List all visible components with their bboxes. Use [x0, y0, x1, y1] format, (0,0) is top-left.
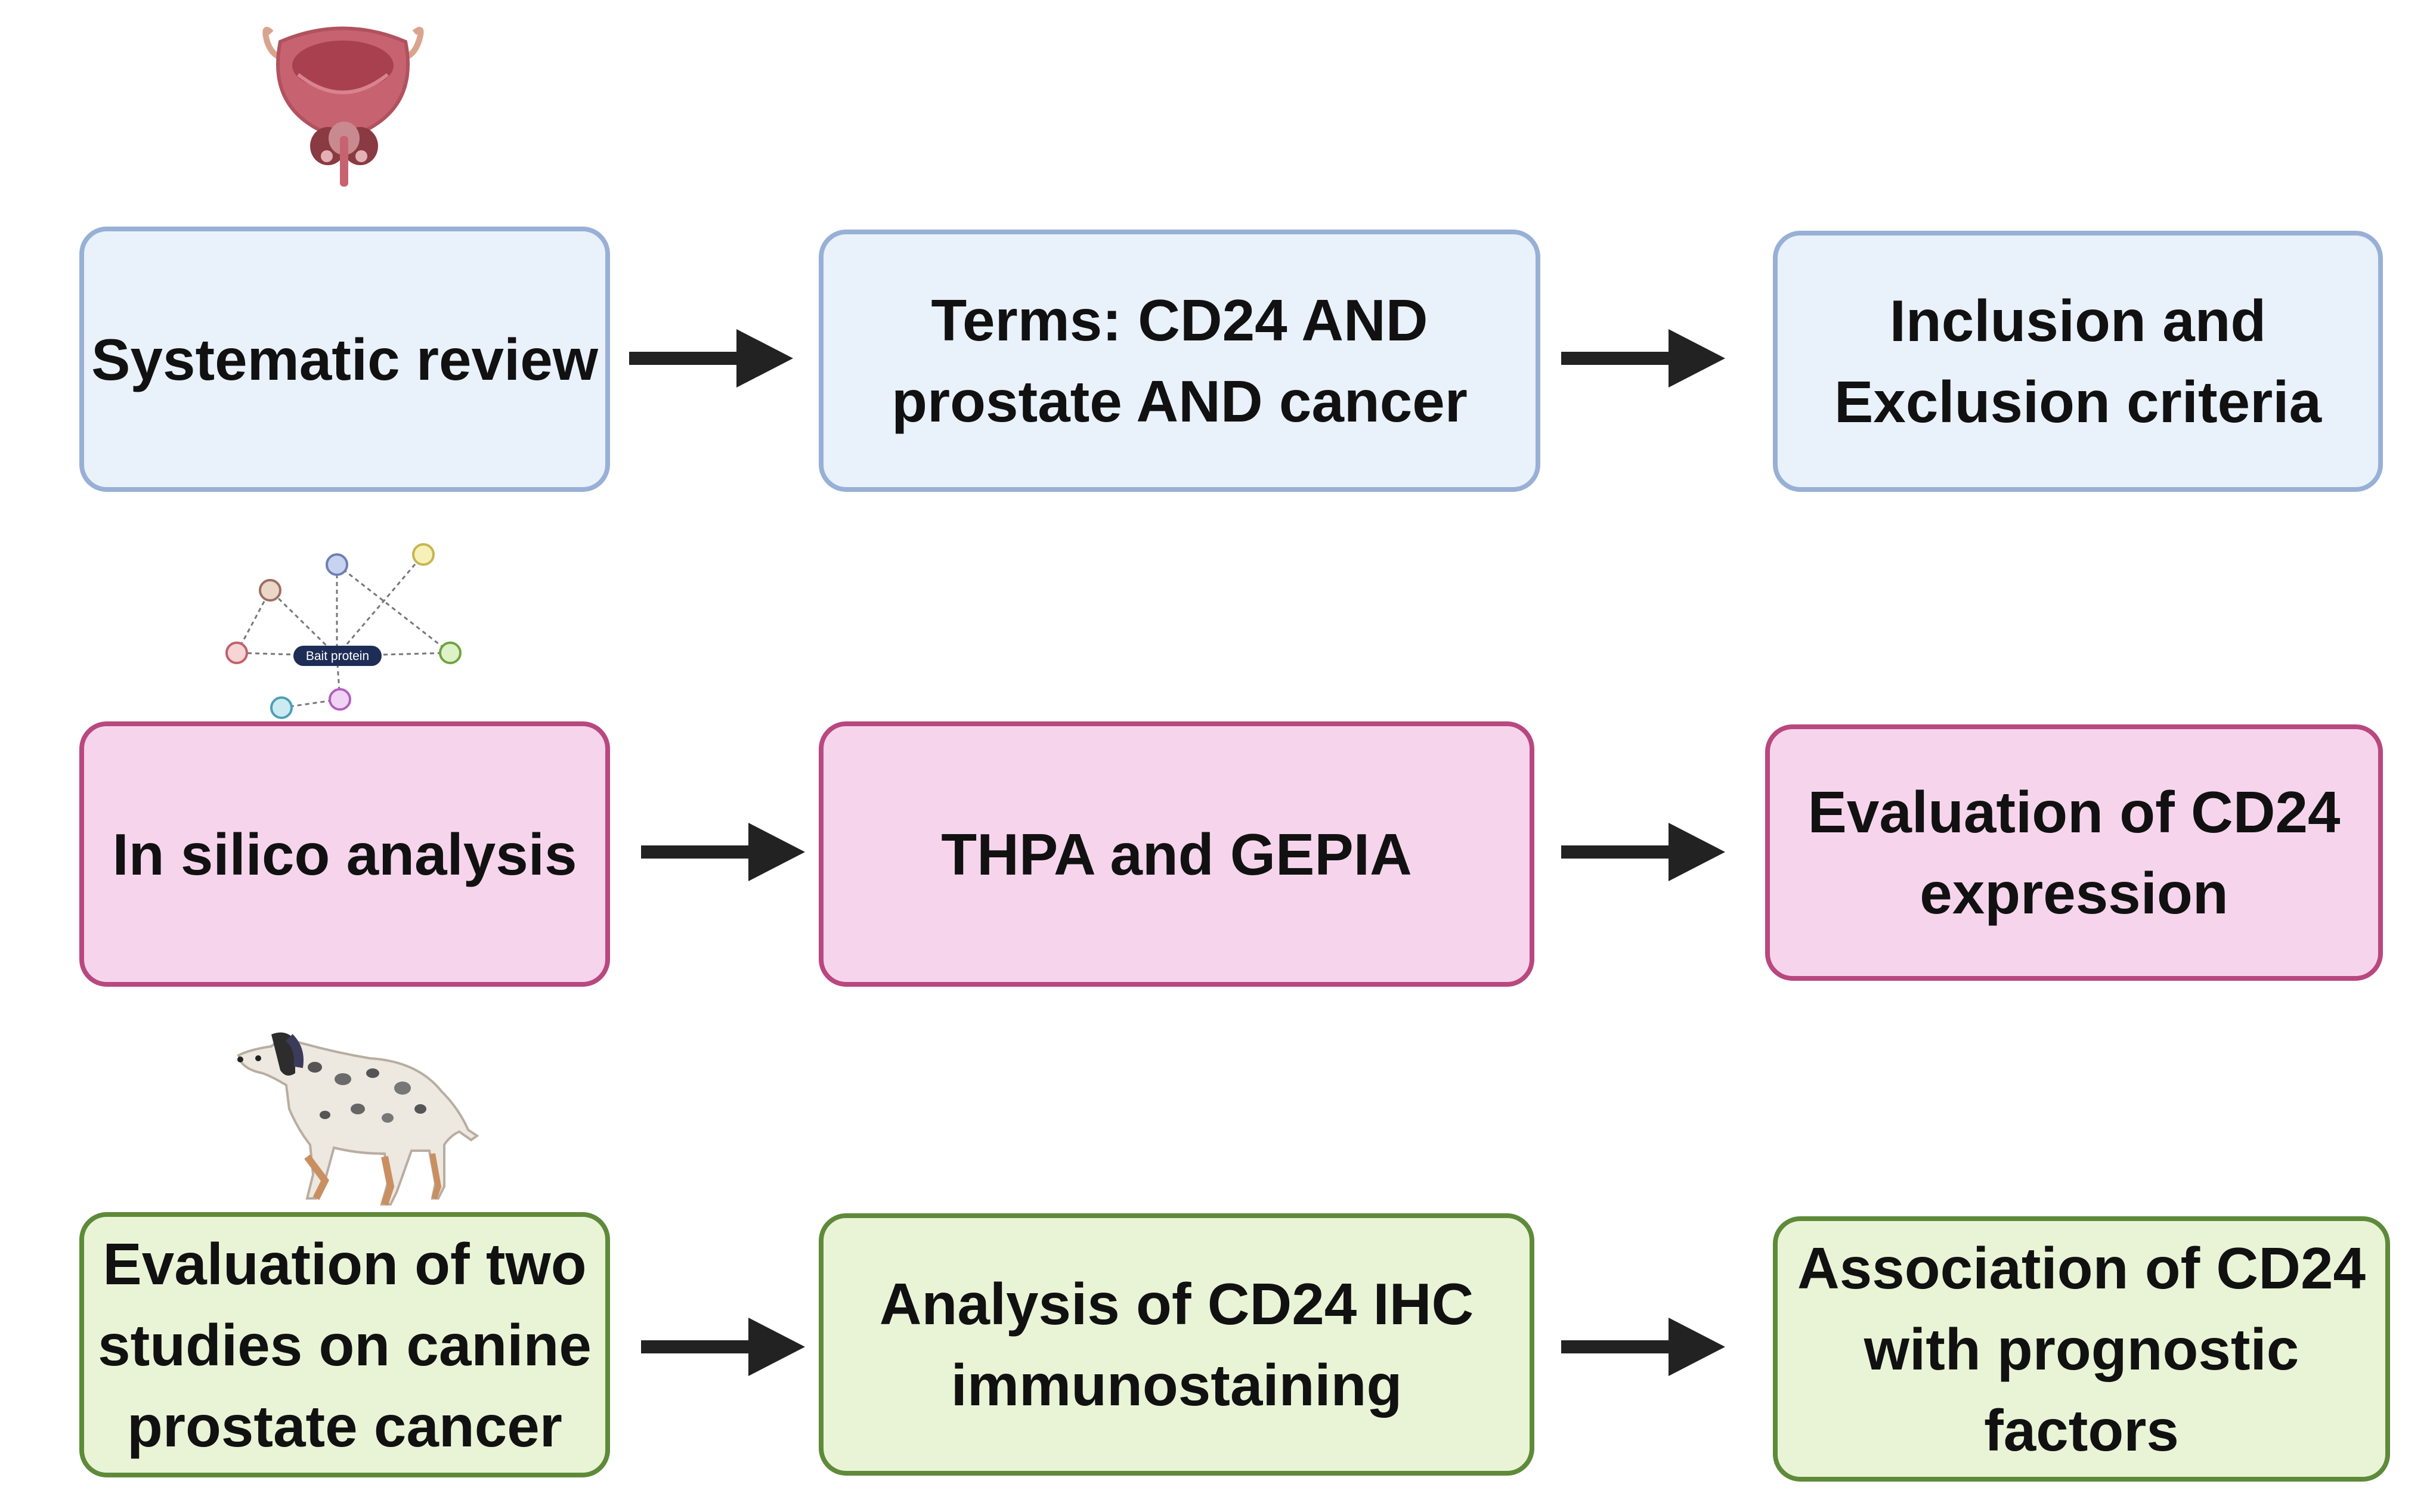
step-line: expression: [1920, 860, 2228, 926]
bait-protein-badge: [293, 646, 382, 666]
dog-icon: [237, 1032, 479, 1206]
step-search-terms: Terms: CD24 AND prostate AND cancer: [819, 230, 1540, 492]
network-node: [270, 696, 293, 719]
network-node: [329, 688, 351, 711]
step-line: Evaluation of two: [103, 1231, 587, 1297]
step-line: Terms: CD24 AND: [931, 287, 1428, 353]
step-canine-studies: Evaluation of two studies on canine pros…: [79, 1212, 610, 1477]
step-line: factors: [1984, 1397, 2179, 1463]
step-line: In silico analysis: [112, 821, 577, 887]
network-node: [225, 642, 248, 664]
arrow: [629, 329, 793, 388]
network-node: [259, 579, 281, 602]
step-line: Inclusion and: [1889, 288, 2267, 354]
protein-nodes: [225, 543, 462, 719]
step-line: immunostaining: [951, 1352, 1403, 1418]
step-in-silico-analysis: In silico analysis: [79, 721, 610, 987]
step-line: Evaluation of CD24: [1807, 779, 2341, 845]
bait-protein-label: Bait protein: [306, 649, 369, 663]
arrow: [1561, 1318, 1725, 1376]
step-thpa-gepia: THPA and GEPIA: [819, 721, 1534, 987]
step-line: Association of CD24: [1797, 1235, 2366, 1301]
step-cd24-expression: Evaluation of CD24 expression: [1765, 724, 2383, 981]
network-node: [412, 543, 435, 566]
step-line: prostate AND cancer: [892, 368, 1468, 434]
step-line: Systematic review: [91, 326, 598, 392]
step-line: Analysis of CD24 IHC: [879, 1271, 1474, 1337]
bladder-prostate-icon: [262, 26, 424, 187]
step-prognostic-factors: Association of CD24 with prognostic fact…: [1773, 1216, 2390, 1482]
step-line: prostate cancer: [127, 1393, 562, 1459]
arrow: [641, 823, 805, 881]
step-line: studies on canine: [98, 1312, 592, 1378]
arrow: [1561, 823, 1725, 881]
network-node: [439, 642, 462, 664]
step-systematic-review: Systematic review: [79, 227, 610, 492]
network-node: [326, 553, 348, 576]
step-cd24-ihc: Analysis of CD24 IHC immunostaining: [819, 1213, 1534, 1476]
arrow: [641, 1318, 805, 1376]
step-line: with prognostic: [1864, 1316, 2299, 1382]
step-line: Exclusion criteria: [1834, 369, 2322, 435]
protein-network-icon: [236, 554, 451, 709]
step-line: THPA and GEPIA: [941, 821, 1412, 887]
arrow: [1561, 329, 1725, 388]
step-inclusion-exclusion: Inclusion and Exclusion criteria: [1773, 231, 2383, 492]
